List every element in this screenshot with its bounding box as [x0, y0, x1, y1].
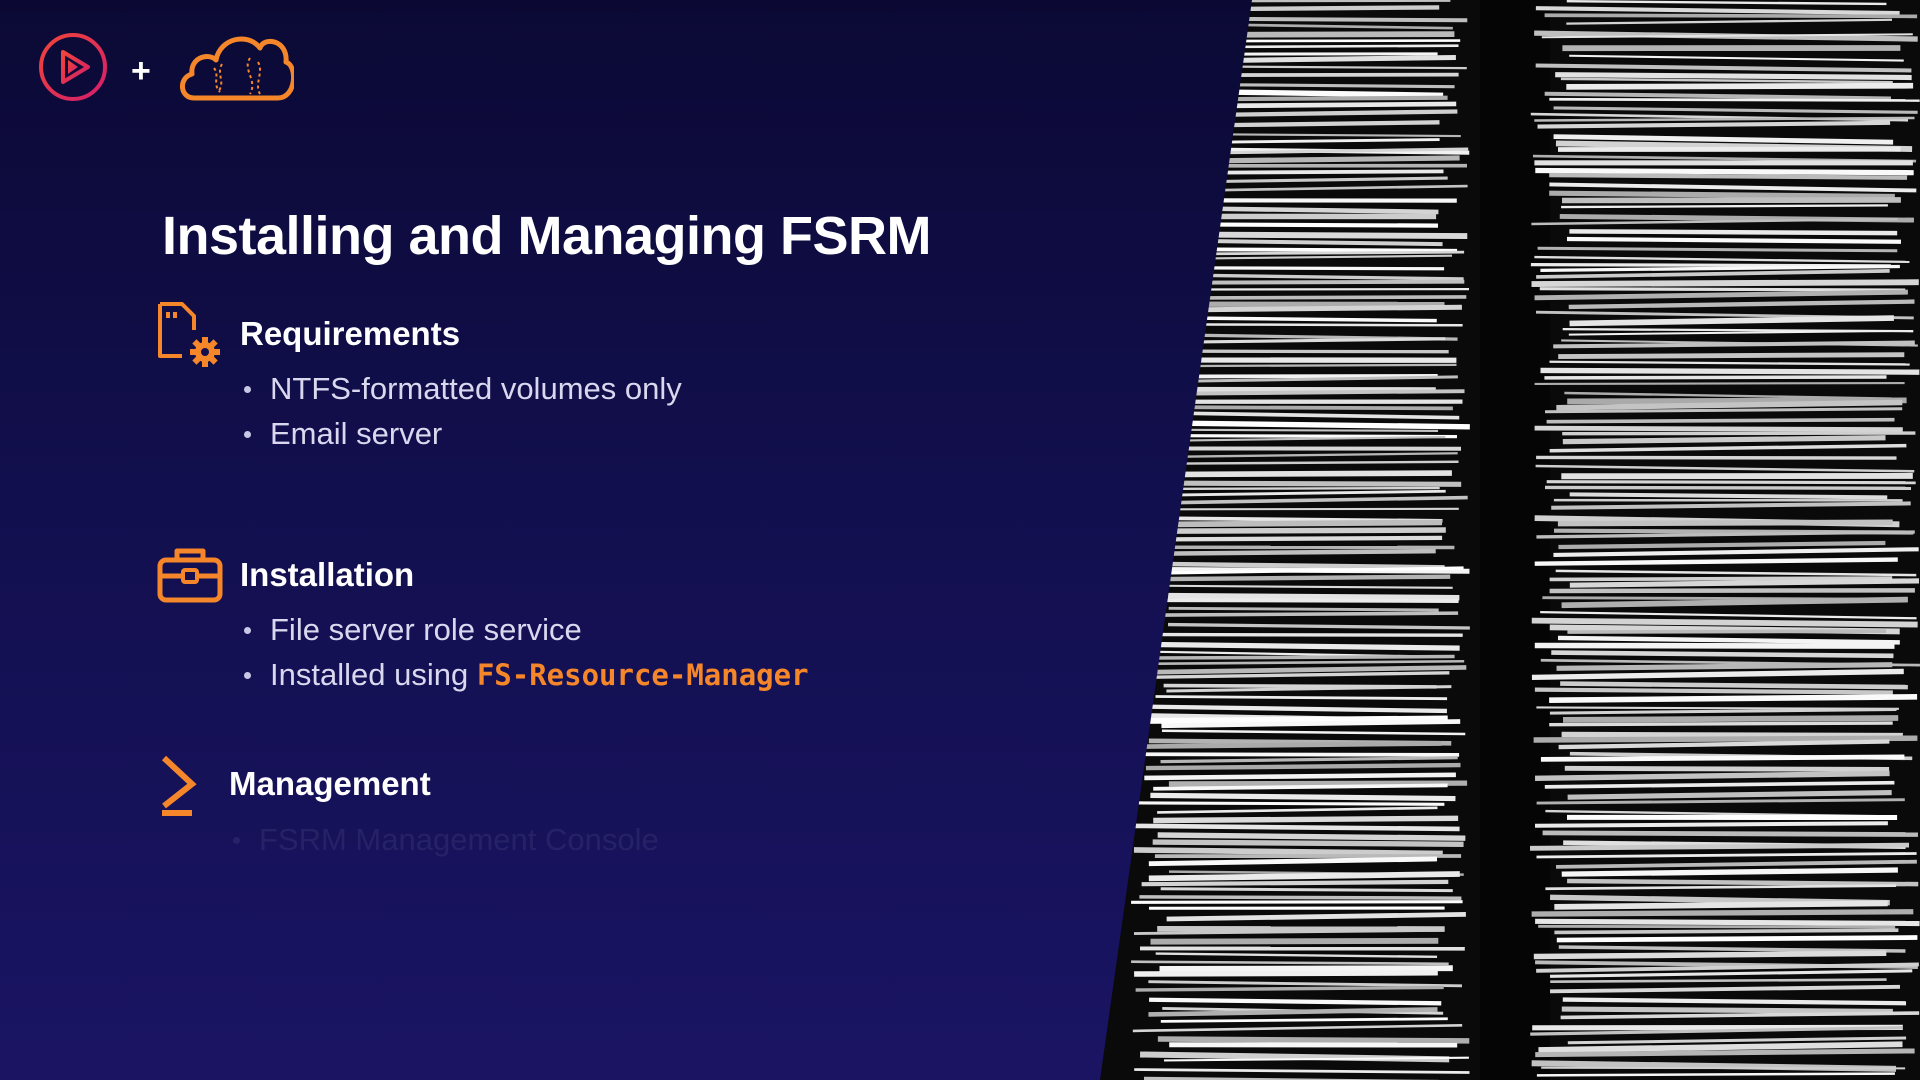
requirements-list: NTFS-formatted volumes only Email server: [240, 366, 682, 456]
installation-list: File server role service Installed using…: [240, 607, 809, 698]
list-item-code: Installed using FS-Resource-Manager: [240, 652, 809, 698]
cloud-icon: [176, 28, 296, 104]
slide-title: Installing and Managing FSRM: [162, 206, 932, 266]
feature-name-code: FS-Resource-Manager: [476, 658, 809, 692]
toolbox-icon: [157, 546, 223, 609]
code-bullet-prefix: Installed using: [270, 657, 477, 692]
section-heading-requirements: Requirements: [240, 315, 461, 352]
list-item: File server role service: [240, 607, 809, 652]
play-circle-icon: [38, 32, 108, 102]
list-item: Email server: [240, 411, 682, 456]
list-item: NTFS-formatted volumes only: [240, 366, 682, 411]
section-heading-management: Management: [229, 765, 431, 802]
management-list: FSRM Management Console: [229, 817, 659, 862]
file-settings-icon: [156, 300, 224, 375]
terminal-prompt-icon: [158, 754, 198, 823]
plus-sign: +: [131, 52, 151, 90]
list-item: FSRM Management Console: [229, 817, 659, 862]
section-heading-installation: Installation: [240, 556, 415, 593]
